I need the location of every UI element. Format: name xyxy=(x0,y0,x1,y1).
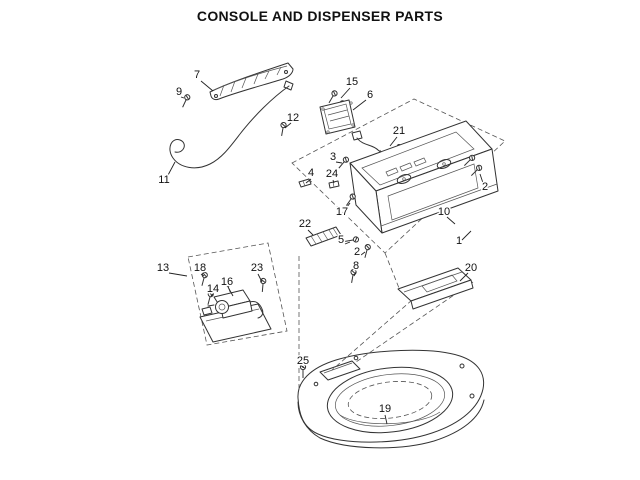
part-20-dispenser-drawer xyxy=(397,267,474,310)
part-22-vent-grille xyxy=(305,226,342,247)
callout-1: 1 xyxy=(456,235,462,247)
part-11-wire-harness xyxy=(169,80,294,169)
callout-20: 20 xyxy=(465,262,477,274)
callout-10: 10 xyxy=(438,206,450,218)
callout-8: 8 xyxy=(353,260,359,272)
part-24-clip xyxy=(328,180,340,189)
callout-5: 5 xyxy=(338,234,344,246)
callout-11: 11 xyxy=(158,174,169,186)
callout-17: 17 xyxy=(336,206,348,218)
dispenser-pump xyxy=(215,300,229,314)
callout-labels: 7 9 15 6 12 21 2 11 3 4 24 17 10 22 5 1 … xyxy=(155,68,489,417)
callout-6: 6 xyxy=(367,89,373,101)
part-19-washer-top-panel xyxy=(297,349,485,449)
part-12-screw xyxy=(278,121,288,137)
part-3-screw xyxy=(336,155,351,171)
callout-18: 18 xyxy=(194,262,206,274)
dispenser-assembly xyxy=(198,271,272,343)
part-2-screw-mid xyxy=(361,243,372,259)
callout-leader-lines xyxy=(166,80,485,425)
callout-23: 23 xyxy=(251,262,263,274)
callout-2-mid: 2 xyxy=(354,246,360,258)
callout-12: 12 xyxy=(287,112,299,124)
part-6-control-board xyxy=(319,99,356,135)
callout-4: 4 xyxy=(308,167,314,179)
callout-25: 25 xyxy=(297,355,309,367)
callout-13: 13 xyxy=(157,262,169,274)
callout-22: 22 xyxy=(299,218,311,230)
part-17-screw xyxy=(343,192,357,208)
callout-19: 19 xyxy=(379,403,391,415)
part-7-console-trim xyxy=(209,62,294,101)
callout-15: 15 xyxy=(346,76,358,88)
assembly-dashed-lines xyxy=(187,98,506,392)
dispenser-recess xyxy=(319,360,361,381)
console-front-panel xyxy=(387,163,479,221)
callout-2-right: 2 xyxy=(482,181,488,193)
callout-7: 7 xyxy=(194,69,200,81)
callout-24: 24 xyxy=(326,168,338,180)
console-assembly xyxy=(349,120,499,234)
callout-21: 21 xyxy=(393,125,405,137)
callout-14: 14 xyxy=(207,283,219,295)
callout-3: 3 xyxy=(330,151,336,163)
page-title: CONSOLE AND DISPENSER PARTS xyxy=(196,8,444,24)
callout-16: 16 xyxy=(221,276,233,288)
callout-9: 9 xyxy=(176,86,182,98)
